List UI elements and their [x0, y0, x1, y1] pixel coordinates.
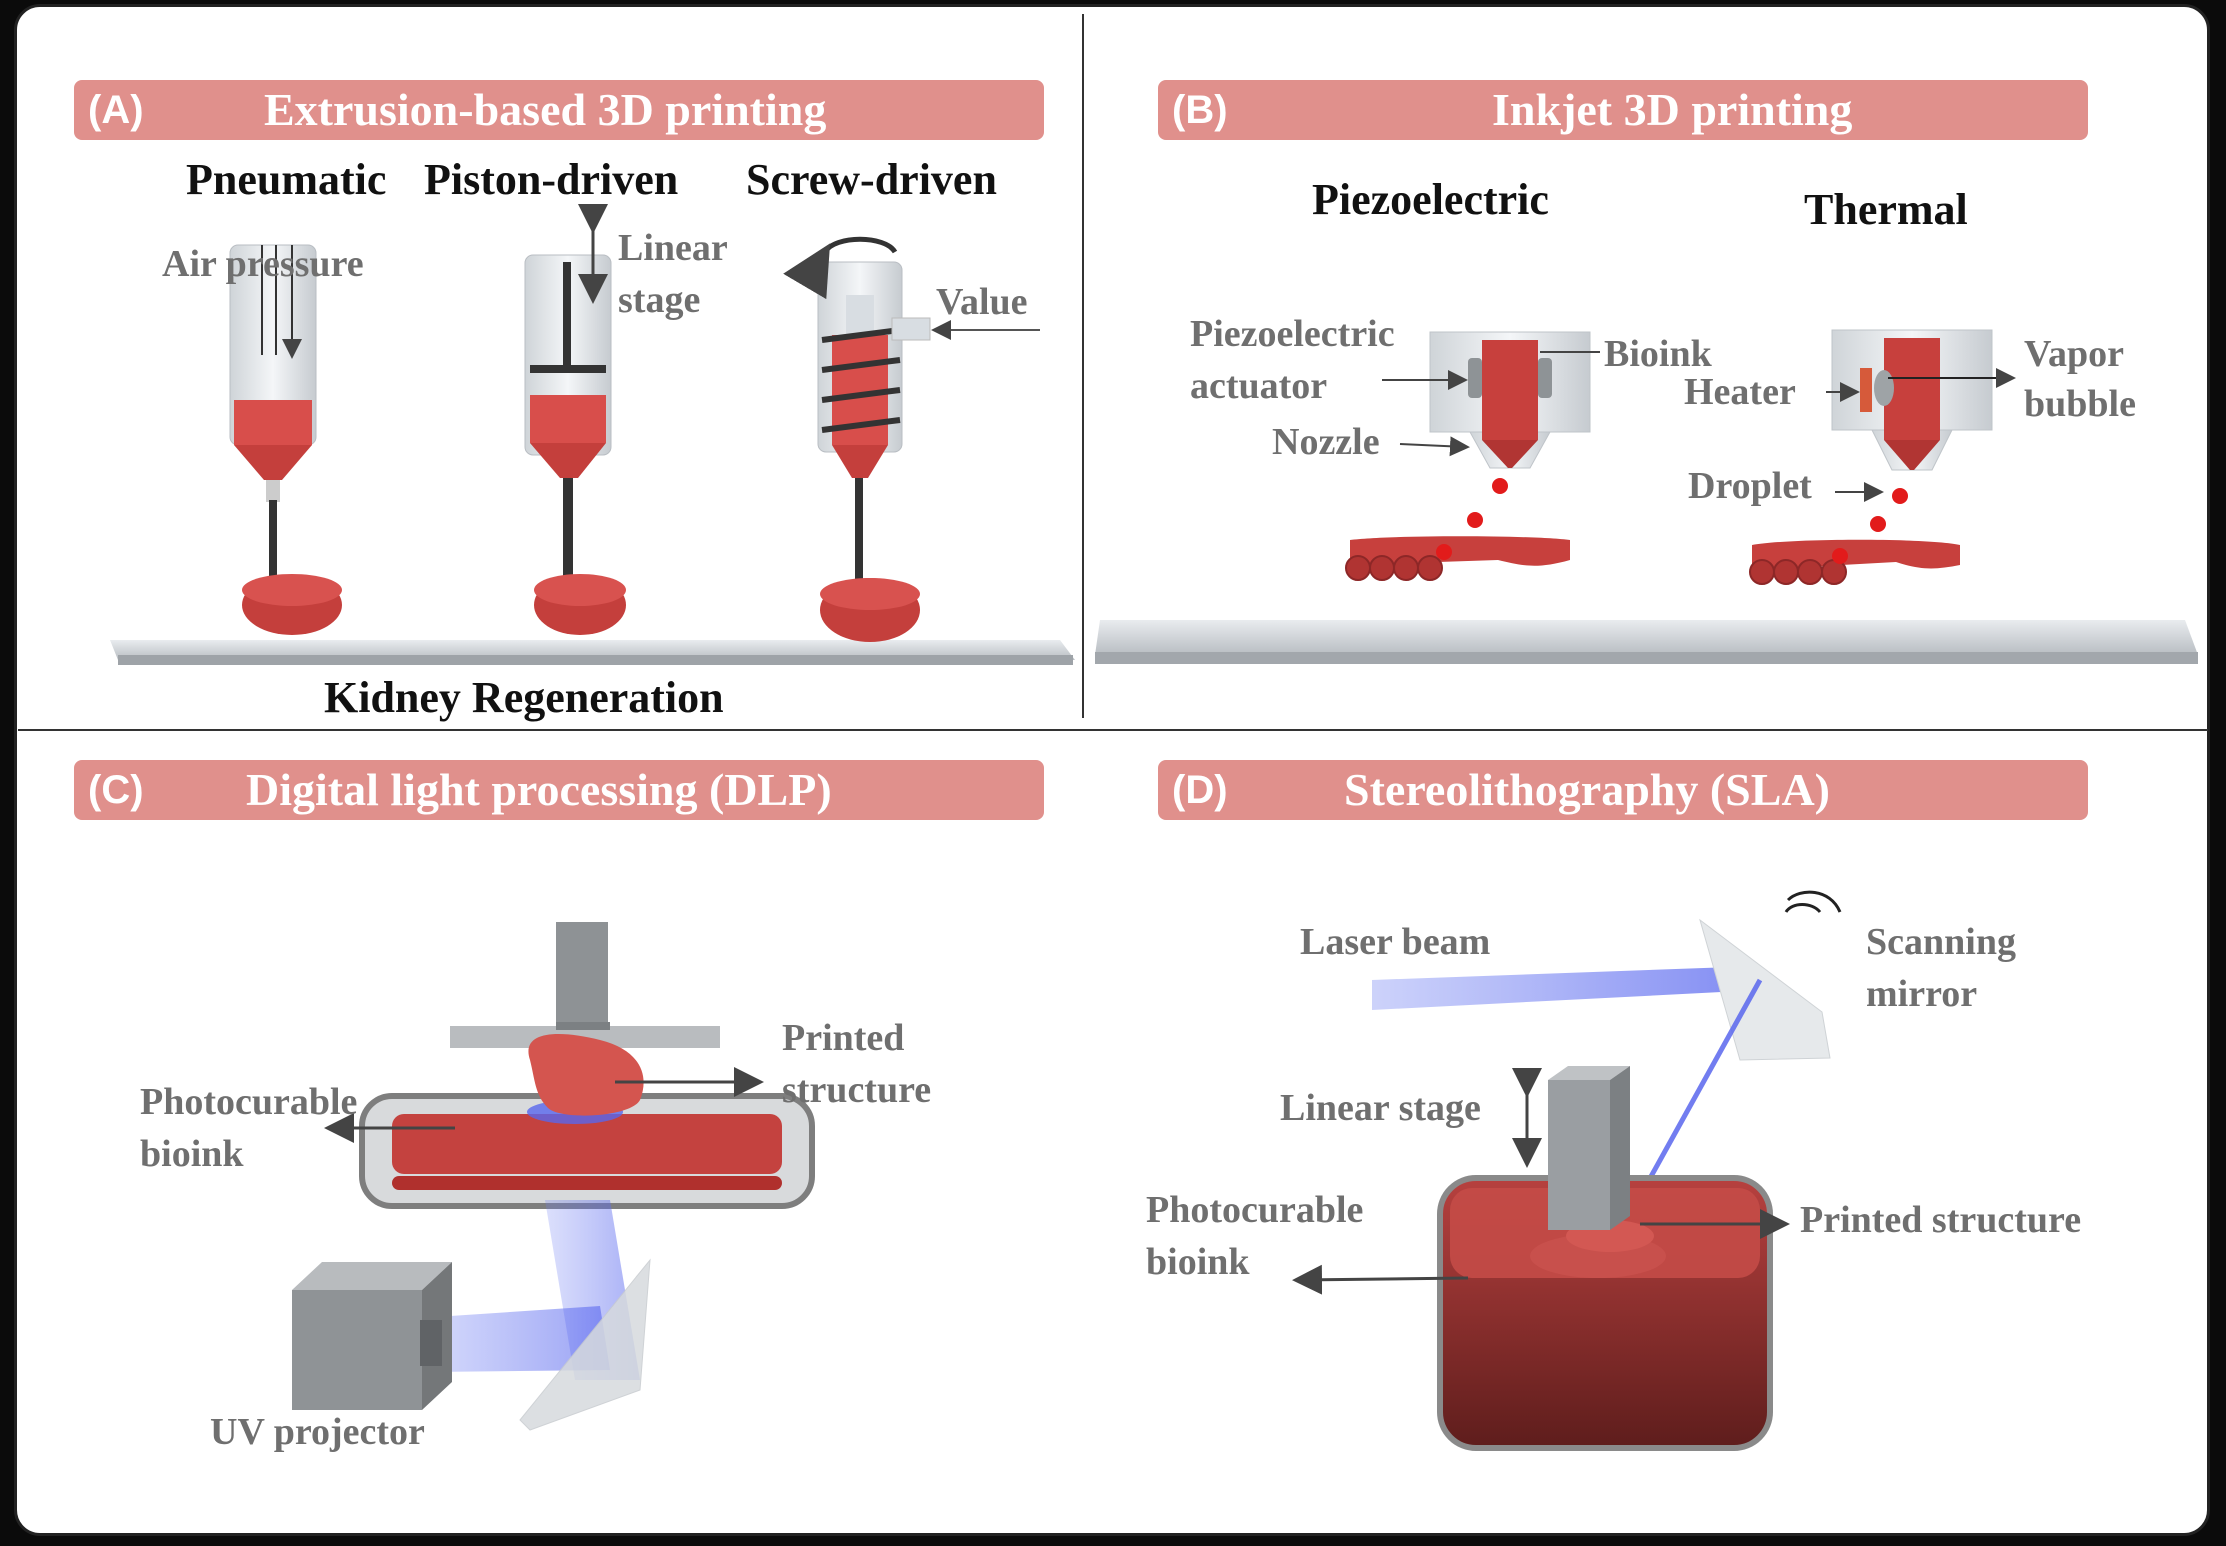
caption-kidney-regeneration: Kidney Regeneration	[324, 673, 724, 722]
label-bioink: Bioink	[1604, 333, 1712, 375]
label-vapor: Vapor	[2024, 333, 2124, 375]
piezo-head	[1345, 331, 1600, 581]
method-pneumatic: Pneumatic	[186, 155, 387, 204]
method-piston-driven: Piston-driven	[424, 155, 679, 204]
label-scanning: Scanning	[1866, 921, 2016, 963]
label-piezoelectric-line2: actuator	[1190, 365, 1328, 407]
syringe-screw	[783, 236, 1040, 642]
build-plate-b	[1095, 620, 2198, 655]
label-heater: Heater	[1684, 371, 1796, 413]
label-air-pressure: Air pressure	[162, 243, 364, 285]
label-printed: Printed	[782, 1017, 905, 1059]
panel-b-title: Inkjet 3D printing	[1492, 84, 1853, 135]
label-stage: stage	[618, 279, 701, 321]
method-thermal: Thermal	[1804, 185, 1968, 234]
label-nozzle: Nozzle	[1272, 421, 1380, 463]
panel-d-art	[1292, 890, 1842, 1451]
syringe-pneumatic	[229, 244, 342, 635]
panel-d-letter: (D)	[1172, 768, 1228, 812]
panel-a-banner: (A) Extrusion-based 3D printing	[74, 80, 1044, 140]
panel-b-letter: (B)	[1172, 88, 1228, 132]
panel-a-letter: (A)	[88, 88, 144, 132]
label-bioink-c: bioink	[140, 1133, 244, 1175]
panel-d-title: Stereolithography (SLA)	[1344, 764, 1830, 815]
syringe-piston	[524, 204, 626, 635]
label-mirror: mirror	[1866, 973, 1978, 1015]
panel-a-art	[110, 204, 1075, 665]
label-uv-projector: UV projector	[210, 1411, 425, 1453]
method-screw-driven: Screw-driven	[746, 155, 997, 204]
label-laser-beam: Laser beam	[1300, 921, 1491, 963]
panel-c-art	[292, 922, 815, 1431]
label-value: Value	[936, 281, 1028, 323]
label-photocurable-d: Photocurable	[1146, 1189, 1364, 1231]
label-bubble: bubble	[2024, 383, 2136, 425]
label-linear-stage: Linear stage	[1280, 1087, 1481, 1129]
label-photocurable-c: Photocurable	[140, 1081, 358, 1123]
label-bioink-d: bioink	[1146, 1241, 1250, 1283]
panel-c-banner: (C) Digital light processing (DLP)	[74, 760, 1044, 820]
panel-a-title: Extrusion-based 3D printing	[264, 84, 827, 135]
method-piezoelectric: Piezoelectric	[1312, 175, 1549, 224]
label-structure: structure	[782, 1069, 932, 1111]
label-droplet: Droplet	[1688, 465, 1812, 507]
panel-d-banner: (D) Stereolithography (SLA)	[1158, 760, 2088, 820]
thermal-head	[1749, 329, 2016, 585]
panel-b-banner: (B) Inkjet 3D printing	[1158, 80, 2088, 140]
panel-b-art	[1095, 329, 2198, 664]
label-linear: Linear	[618, 227, 728, 269]
panel-c-letter: (C)	[88, 768, 144, 812]
panel-c-title: Digital light processing (DLP)	[246, 764, 832, 815]
label-piezoelectric-line1: Piezoelectric	[1190, 313, 1395, 355]
label-printed-structure: Printed structure	[1800, 1199, 2082, 1241]
